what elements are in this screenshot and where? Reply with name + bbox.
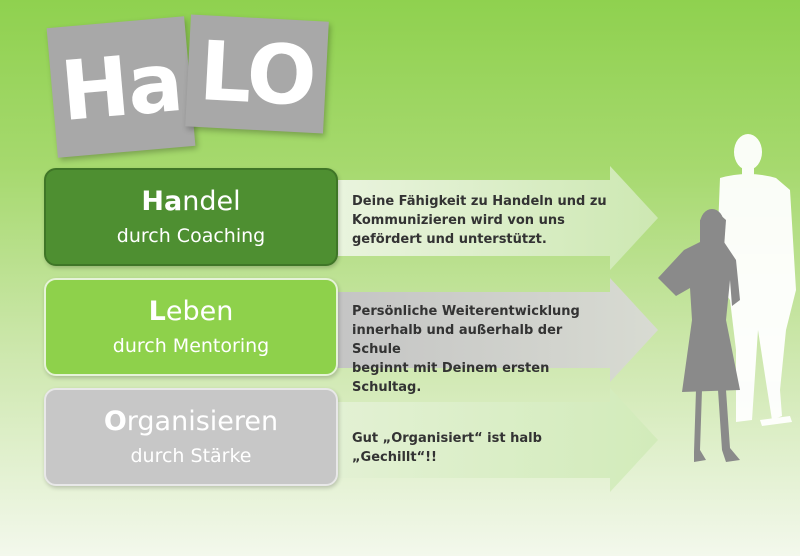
logo-text-ha: Ha (57, 34, 185, 140)
arrow-3 (330, 388, 658, 492)
people-silhouettes (658, 134, 796, 462)
logo-tile-ha: Ha (46, 16, 196, 158)
row-handel-title: Handel (141, 186, 241, 217)
logo-tile-lo: LO (185, 14, 329, 134)
arrow-1 (330, 166, 658, 270)
woman-silhouette-icon (658, 209, 740, 462)
row-leben-description: Persönliche Weiterentwicklung innerhalb … (352, 304, 580, 395)
man-silhouette-icon (716, 134, 796, 426)
row-organisieren-description: Gut „Organisiert“ ist halb „Gechillt“!! (352, 431, 542, 465)
row-organisieren-box: Organisieren durch Stärke (44, 388, 338, 486)
row-organisieren-title: Organisieren (103, 406, 279, 437)
row-leben-subtitle: durch Mentoring (112, 335, 270, 357)
logo-text-lo: LO (197, 23, 317, 125)
row-handel-description: Deine Fähigkeit zu Handeln und zu Kommun… (352, 194, 607, 247)
row-handel-box: Handel durch Coaching (44, 168, 338, 266)
row-handel-subtitle: durch Coaching (116, 225, 266, 247)
arrow-2 (330, 278, 658, 382)
row-organisieren-subtitle: durch Stärke (130, 445, 252, 467)
row-leben-title: Leben (148, 296, 234, 327)
row-leben-box: Leben durch Mentoring (44, 278, 338, 376)
